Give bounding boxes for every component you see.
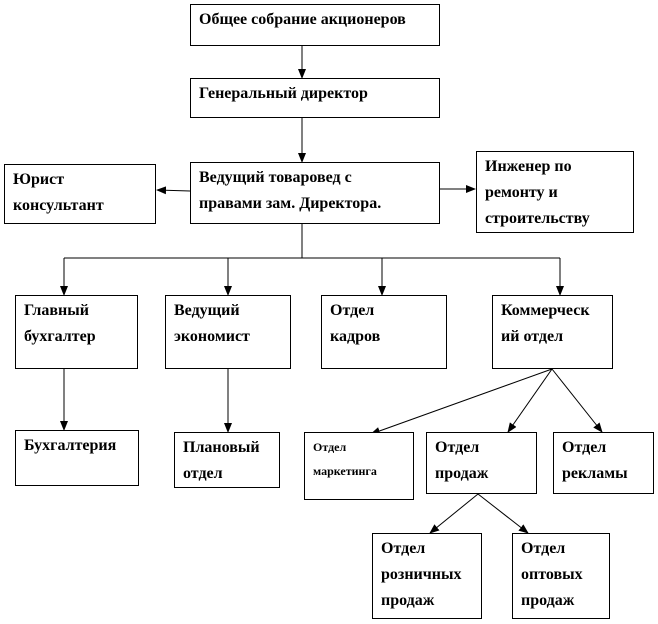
node-commercial-department: Коммерческ ий отдел	[492, 295, 613, 369]
edge-group	[60, 46, 603, 534]
node-lead-merchandiser: Ведущий товаровед с правами зам. Директо…	[190, 162, 440, 224]
node-general-director: Генеральный директор	[190, 78, 440, 118]
edge-commercial-to-marketing	[370, 368, 553, 435]
node-chief-accountant: Главный бухгалтер	[15, 295, 138, 369]
edge-commercial-to-sales	[507, 368, 553, 433]
node-sales-department: Отдел продаж	[426, 432, 537, 494]
node-shareholders-meeting: Общее собрание акционеров	[190, 4, 440, 46]
node-planning-department: Плановый отдел	[174, 432, 280, 488]
node-retail-sales-department: Отдел розничных продаж	[372, 533, 482, 619]
edge-lead-merchandiser-to-lawyer	[156, 186, 191, 195]
node-advertising-department: Отдел рекламы	[553, 432, 654, 494]
node-accounting: Бухгалтерия	[15, 430, 139, 486]
edge-commercial-to-advertising	[551, 368, 603, 433]
edge-sales-to-wholesale	[477, 493, 529, 534]
node-lead-economist: Ведущий экономист	[165, 295, 291, 369]
node-hr-department: Отдел кадров	[321, 295, 447, 369]
node-lawyer-consultant: Юрист консультант	[4, 164, 156, 224]
node-repair-engineer: Инженер по ремонту и строительству	[476, 151, 634, 233]
node-wholesale-sales-department: Отдел оптовых продаж	[512, 533, 610, 619]
node-marketing-department: Отдел маркетинга	[304, 432, 414, 500]
edge-sales-to-retail	[429, 493, 479, 534]
